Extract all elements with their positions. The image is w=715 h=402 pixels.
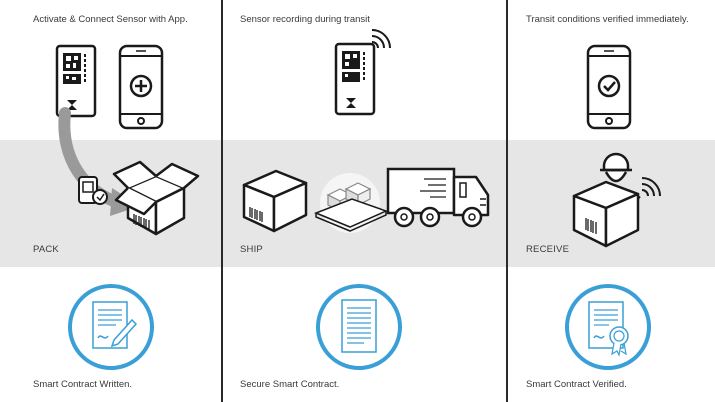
- open-box-icon: [112, 160, 200, 236]
- certificate-icon: [565, 284, 651, 370]
- truck-icon: [386, 167, 490, 228]
- box-icon: [242, 169, 308, 233]
- pack-top-text: Activate & Connect Sensor with App.: [33, 14, 188, 25]
- pallet-icon: [313, 173, 389, 233]
- ship-bottom-text: Secure Smart Contract.: [240, 379, 340, 390]
- worker-box-wireless-icon: [572, 152, 661, 248]
- column-divider-1: [221, 0, 223, 402]
- receive-top-text: Transit conditions verified immediately.: [526, 14, 689, 25]
- sensor-wireless-icon: [334, 29, 391, 116]
- pack-stage-label: PACK: [33, 244, 59, 255]
- contract-pen-icon: [68, 284, 154, 370]
- sensor-device-icon: [78, 176, 108, 205]
- phone-check-icon: [586, 44, 632, 130]
- receive-bottom-text: Smart Contract Verified.: [526, 379, 627, 390]
- receive-stage-label: RECEIVE: [526, 244, 570, 255]
- ship-top-text: Sensor recording during transit: [240, 14, 370, 25]
- document-icon: [316, 284, 402, 370]
- pack-bottom-text: Smart Contract Written.: [33, 379, 133, 390]
- ship-stage-label: SHIP: [240, 244, 263, 255]
- phone-plus-icon: [118, 44, 164, 130]
- sensor-tag-icon: [55, 44, 97, 118]
- column-divider-2: [506, 0, 508, 402]
